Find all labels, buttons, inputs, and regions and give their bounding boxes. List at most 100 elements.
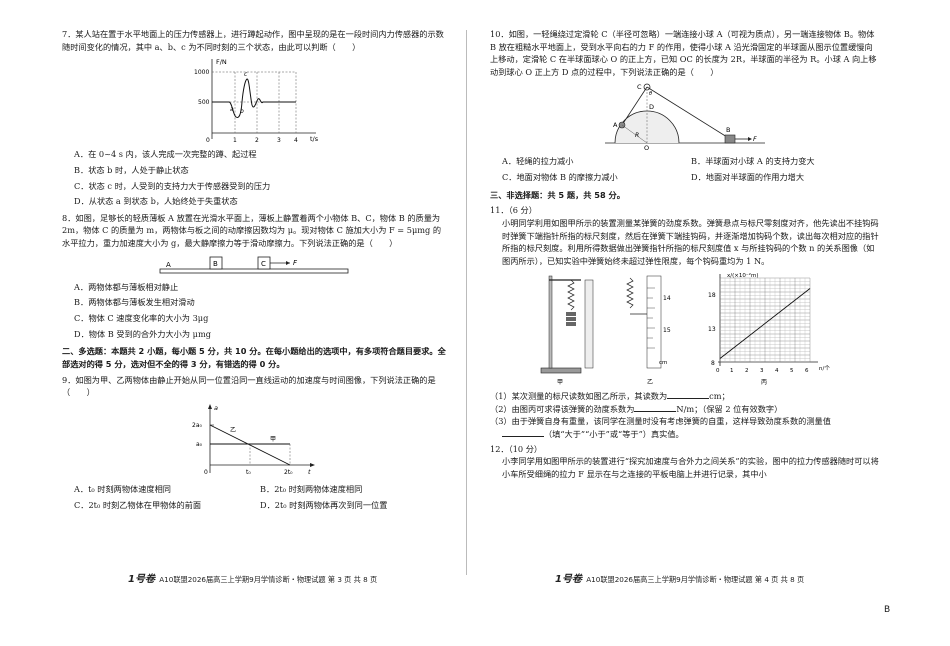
q8-label-b: B — [213, 260, 218, 268]
brand-logo: 1号卷 — [128, 574, 155, 585]
q11-graph-xlabel: n/个 — [819, 365, 830, 372]
q9-2t0: 2t₀ — [284, 469, 293, 476]
q7-point-b: b — [240, 108, 244, 115]
q7-point-a: a — [230, 106, 234, 113]
q11-sub2: （2）由图丙可求得该弹簧的劲度系数为 N/m；（保留 2 位有效数字） — [490, 403, 880, 416]
q10-rope-b — [646, 86, 728, 138]
question-12: 12．（10 分） 小李同学用如图甲所示的装置进行“探究加速度与合外力之间关系”… — [490, 443, 880, 481]
q8-option-b: B．两物体都与薄板发生相对滑动 — [74, 297, 195, 308]
q11-apparatus-jia: 甲 — [540, 275, 594, 386]
q11-graph-bing: x/(×10⁻²m) n/个 18 13 8 0 1 2 3 4 5 6 丙 — [708, 272, 830, 386]
q9-option-a: A．t₀ 时刻两物体速度相同 — [74, 483, 171, 494]
q7-x2: 2 — [255, 137, 259, 144]
q7-x4: 4 — [294, 137, 298, 144]
q7-x0: 0 — [206, 137, 210, 144]
q7-option-d: D．从状态 a 到状态 b，人始终处于失重状态 — [74, 196, 238, 207]
q8-stem: 8．如图，足够长的轻质薄板 A 放置在光滑水平面上，薄板上静置着两个小物体 B、… — [62, 212, 442, 249]
q9-xlabel: t — [308, 468, 311, 476]
q11-sub2-blank[interactable] — [634, 404, 677, 412]
question-11: 11．（6 分） 小明同学利用如图甲所示的装置测量某弹簧的劲度系数。弹簧悬点与标… — [490, 204, 880, 440]
q8-label-c: C — [261, 260, 266, 268]
q11-tick-y13: 13 — [708, 326, 716, 333]
q7-x1: 1 — [233, 137, 237, 144]
q9-origin: 0 — [204, 469, 208, 476]
q11-ruler-yi: 14 15 cm 乙 — [626, 275, 671, 386]
q11-figures: 甲 14 15 cm 乙 x/(×10⁻²m) — [540, 272, 830, 386]
q11-tick-x2: 2 — [745, 368, 749, 374]
q9-options-row1: A．t₀ 时刻两物体速度相同 B．2t₀ 时刻两物体速度相同 — [62, 481, 446, 497]
q10-stem: 10．如图，一轻绳绕过定滑轮 C（半径可忽略）一端连接小球 A（可视为质点），另… — [490, 29, 877, 78]
q11-ruler-cm: cm — [659, 360, 667, 366]
q11-graph-ylabel: x/(×10⁻²m) — [727, 272, 758, 279]
q10-label-a: A — [613, 121, 618, 129]
q11-sub2-unit: N/m；（保留 2 位有效数字） — [676, 403, 783, 414]
column-divider — [466, 30, 467, 575]
q7-x3: 3 — [277, 137, 281, 144]
q11-tick-x5: 5 — [790, 368, 794, 374]
q9-t0: t₀ — [246, 469, 251, 476]
q8-label-f: F — [293, 259, 298, 267]
right-column: 10．如图，一轻绳绕过定滑轮 C（半径可忽略）一端连接小球 A（可视为质点），另… — [490, 28, 880, 483]
q11-body: 小明同学利用如图甲所示的装置测量某弹簧的劲度系数。弹簧悬点与标尺零刻度对齐，他先… — [502, 218, 879, 267]
q11-sub3: （3）由于弹簧自身有重量，该同学在测量时没有考虑弹簧的自重，这样导致劲度系数的测… — [490, 415, 880, 428]
q10-label-c: C — [637, 83, 642, 91]
brand-logo-right: 1号卷 — [555, 574, 582, 585]
q7-point-c: c — [244, 71, 248, 78]
q9-acceleration-graph: a t 2a₀ a₀ 0 t₀ 2t₀ 甲 乙 — [192, 403, 315, 476]
q8-board-figure: A B C F — [159, 256, 349, 274]
q9-stem: 9．如图为甲、乙两物体由静止开始从同一位置沿同一直线运动的加速度与时间图像，下列… — [62, 374, 436, 398]
q11-label-jia: 甲 — [557, 379, 563, 386]
q7-option-c: C．状态 c 时，人受到的支持力大于传感器受到的压力 — [74, 180, 271, 191]
q11-sub3-blank[interactable] — [502, 429, 544, 437]
q7-force-curve — [212, 78, 296, 119]
q10-label-f: F — [753, 135, 757, 143]
q11-ruler-15: 15 — [663, 327, 671, 334]
q11-sub1-unit: cm； — [709, 390, 730, 401]
q7-option-b: B．状态 b 时，人处于静止状态 — [74, 164, 189, 175]
q11-head: 11．（6 分） — [490, 205, 537, 216]
q7-y1000: 1000 — [194, 69, 209, 76]
question-8: 8．如图，足够长的轻质薄板 A 放置在光滑水平面上，薄板上静置着两个小物体 B、… — [62, 212, 446, 342]
q11-sub3-text: （3）由于弹簧自身有重量，该同学在测量时没有考虑弹簧的自重，这样导致劲度系数的测… — [490, 416, 831, 427]
q10-label-b: B — [726, 126, 730, 134]
q9-label-jia: 甲 — [270, 436, 276, 443]
q9-a0: a₀ — [196, 441, 203, 448]
q11-sub1-blank[interactable] — [667, 391, 710, 399]
q8-option-c: C．物体 C 速度变化率的大小为 3μg — [74, 312, 209, 323]
q10-label-r: R — [635, 132, 639, 139]
question-10: 10．如图，一轻绳绕过定滑轮 C（半径可忽略）一端连接小球 A（可视为质点），另… — [490, 28, 880, 186]
q11-tick-y18: 18 — [708, 292, 716, 299]
left-column: 7．某人站在置于水平地面上的压力传感器上，进行蹲起动作，图中呈现的是在一段时间内… — [62, 28, 446, 516]
q11-sub3-tail: （填“大于”“小于”或“等于”）真实值。 — [544, 428, 684, 439]
q11-tick-x4: 4 — [775, 368, 779, 374]
q9-options-row2: C．2t₀ 时刻乙物体在甲物体的前面 D．2t₀ 时刻两物体再次到同一位置 — [62, 497, 446, 513]
q8-option-d: D．物体 B 受到的合外力大小为 μmg — [74, 328, 211, 339]
series-line-0 — [719, 287, 811, 359]
corner-mark: B — [884, 605, 891, 615]
q7-stem: 7．某人站在置于水平地面上的压力传感器上，进行蹲起动作，图中呈现的是在一段时间内… — [62, 29, 444, 52]
q10-label-o: O — [644, 144, 649, 151]
q11-label-yi: 乙 — [647, 379, 653, 386]
q9-2a0: 2a₀ — [192, 422, 202, 429]
q11-sub3-line2: （填“大于”“小于”或“等于”）真实值。 — [490, 428, 880, 441]
q10-option-a: A．轻绳的拉力减小 — [502, 155, 574, 166]
q9-ylabel: a — [214, 404, 218, 412]
q10-label-d: D — [649, 103, 654, 111]
q11-label-bing: 丙 — [761, 379, 767, 386]
q7-xlabel: t/s — [310, 135, 319, 143]
q7-ylabel: F/N — [216, 58, 227, 66]
q10-options-row1: A．轻绳的拉力减小 B．半球面对小球 A 的支持力变大 — [490, 153, 880, 169]
footer-left: 1号卷 A10联盟2026届高三上学期9月学情诊断・物理试题 第 3 页 共 8… — [128, 572, 377, 588]
footer-right-text: A10联盟2026届高三上学期9月学情诊断・物理试题 第 4 页 共 8 页 — [586, 575, 805, 584]
q11-ruler-14: 14 — [663, 295, 671, 302]
q10-option-d: D．地面对半球面的作用力增大 — [691, 172, 805, 183]
q12-body: 小李同学用如图甲所示的装置进行“探究加速度与合外力之间关系”的实验，图中的拉力传… — [502, 456, 879, 480]
q10-block-b — [724, 134, 736, 144]
q11-tick-x6: 6 — [805, 368, 809, 374]
footer-right: 1号卷 A10联盟2026届高三上学期9月学情诊断・物理试题 第 4 页 共 8… — [555, 572, 804, 588]
section-2-heading: 二、多选题：本题共 2 小题，每小题 5 分，共 10 分。在每小题给出的选项中… — [62, 346, 446, 369]
q9-option-c: C．2t₀ 时刻乙物体在甲物体的前面 — [74, 500, 202, 511]
q11-sub2-text: （2）由图丙可求得该弹簧的劲度系数为 — [490, 403, 635, 414]
q10-hemisphere-figure: C θ D A O R B F — [605, 83, 765, 151]
